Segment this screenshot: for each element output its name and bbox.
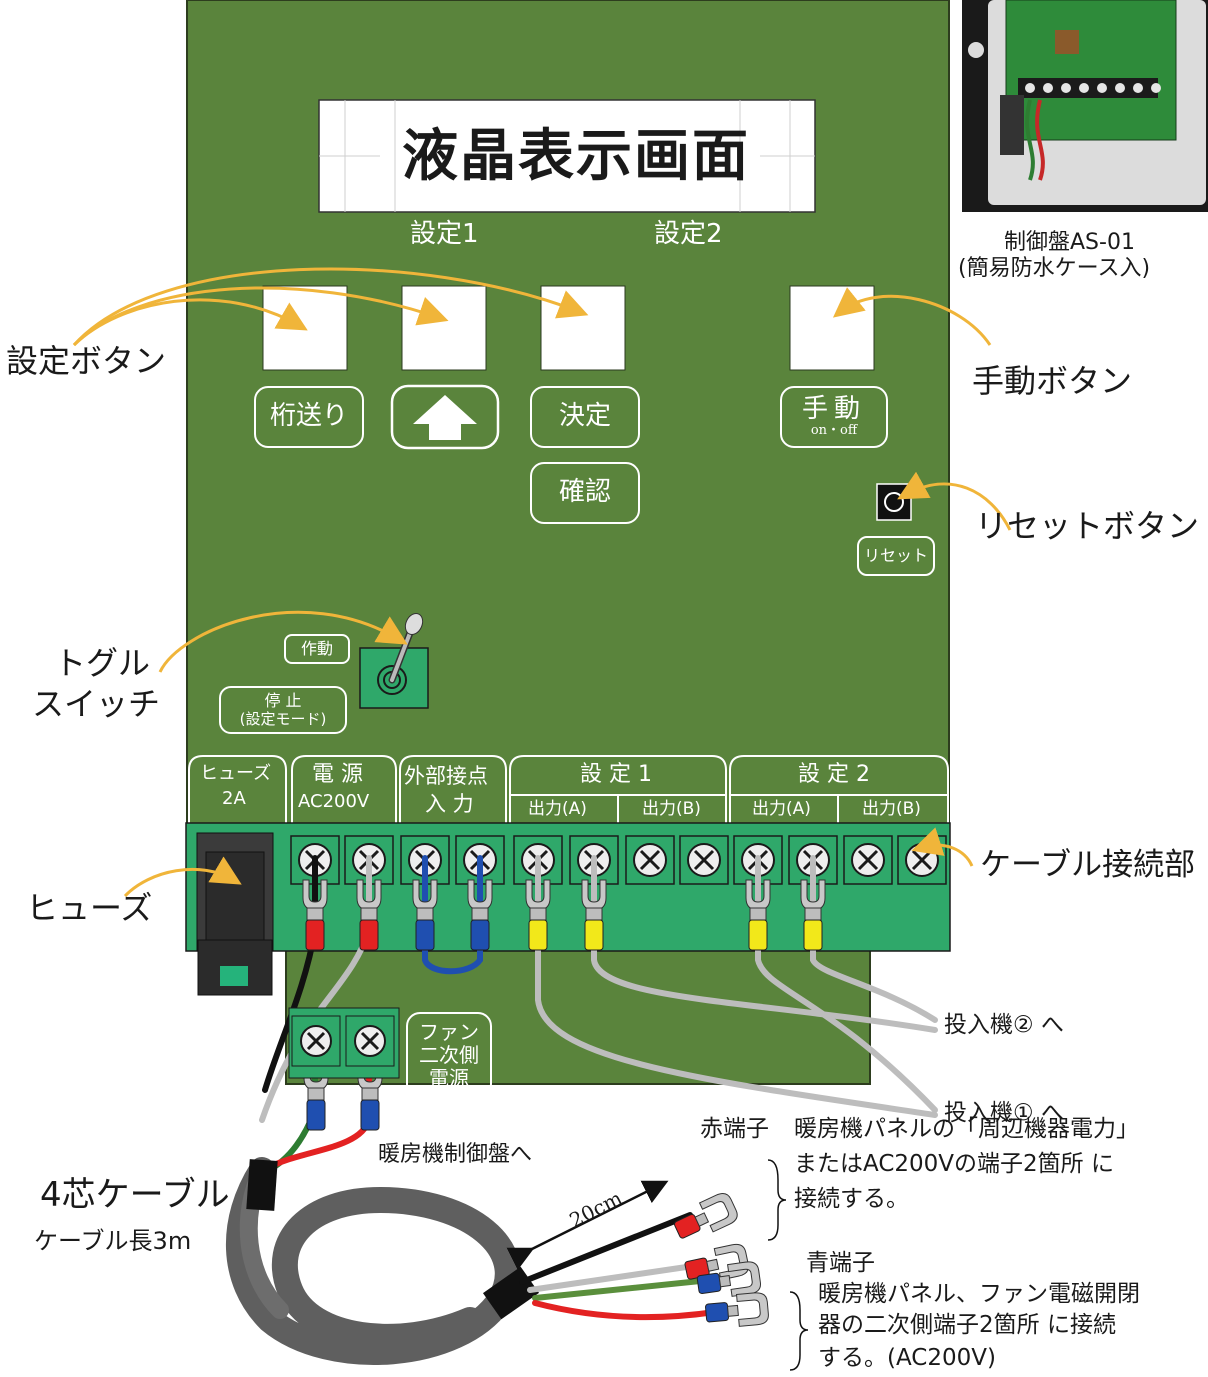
- kakunin-label: 確認: [530, 462, 640, 524]
- manual-label-sub: on・off: [810, 423, 858, 439]
- fuse-holder: [196, 832, 274, 996]
- callout-reset-button: リセットボタン: [975, 507, 1200, 545]
- power-header: 電 源: [312, 762, 363, 787]
- device-photo: [962, 0, 1208, 212]
- up-arrow-icon: [390, 384, 500, 450]
- dest-machine1: 投入機① へ: [944, 1100, 1064, 1126]
- red-terminal-line3: 接続する。: [794, 1186, 909, 1212]
- setting-button-2: [401, 285, 487, 371]
- callout-toggle-1: トグル: [54, 644, 151, 682]
- photo-caption-1: 制御盤AS-01: [1004, 230, 1135, 255]
- manual-label: 手動 on・off: [780, 386, 888, 448]
- photo-caption-2: (簡易防水ケース入): [958, 256, 1151, 281]
- red-terminal-line1: 暖房機パネルの「周辺機器電力」: [794, 1116, 1139, 1142]
- callout-manual-button: 手動ボタン: [972, 362, 1133, 400]
- red-terminal-title: 赤端子: [700, 1116, 769, 1142]
- terminal-screw-12: [897, 835, 947, 885]
- yellow-lug-3: [745, 879, 771, 951]
- crimp-terminals: [302, 879, 826, 1131]
- yellow-lug-1: [525, 879, 551, 951]
- reset-button: [876, 483, 912, 521]
- blue-lug-2: [467, 879, 493, 951]
- external-sub: 入 力: [425, 792, 474, 816]
- kettei-label: 決定: [530, 386, 640, 448]
- end-terminals: [673, 1192, 769, 1327]
- set2-out-a: 出力(A): [752, 799, 811, 819]
- setting-2-label: 設定2: [654, 219, 723, 249]
- fan-line1: ファン: [419, 1019, 479, 1044]
- yellow-lug-4: [800, 879, 826, 951]
- yellow-lug-2: [581, 879, 607, 951]
- blue-terminal-line3: する。(AC200V): [818, 1345, 996, 1371]
- terminal-screws: [290, 835, 947, 885]
- toggle-off-label: 停 止 (設定モード): [219, 686, 347, 734]
- four-core-cable: [226, 1157, 521, 1365]
- toggle-switch: [359, 612, 429, 709]
- setting-button-1: [262, 285, 348, 371]
- terminal-screw-7: [625, 835, 675, 885]
- toggle-on-label: 作動: [284, 634, 350, 664]
- external-header: 外部接点: [404, 764, 488, 788]
- dest-machine2: 投入機② へ: [944, 1012, 1064, 1038]
- blue-terminal-title: 青端子: [806, 1250, 875, 1276]
- set2-out-b: 出力(B): [862, 799, 921, 819]
- blue-terminal-line2: 器の二次側端子2箇所 に接続: [818, 1312, 1116, 1338]
- dest-heater-panel: 暖房機制御盤へ: [378, 1142, 533, 1167]
- set1-out-b: 出力(B): [642, 799, 701, 819]
- callout-setting-button: 設定ボタン: [6, 342, 167, 380]
- red-terminal-line2: またはAC200Vの端子2箇所 に: [794, 1151, 1114, 1177]
- terminal-screw-8: [679, 835, 729, 885]
- terminal-screw-11: [843, 835, 893, 885]
- reset-label: リセット: [857, 536, 935, 576]
- blue-end-lug-1: [696, 1261, 762, 1297]
- red-lug-2: [356, 879, 382, 951]
- fan-line3: 電源: [429, 1065, 469, 1090]
- keta-okuri-label: 桁送り: [254, 386, 364, 448]
- callout-cable-connect: ケーブル接続部: [980, 847, 1196, 883]
- red-end-lug-1: [673, 1192, 738, 1239]
- blue-lug-1: [412, 879, 438, 951]
- toggle-off-main: 停 止: [264, 691, 302, 711]
- set1-header: 設 定 1: [580, 762, 652, 787]
- manual-label-main: 手動: [801, 393, 866, 424]
- lcd-screen: [318, 99, 816, 213]
- callout-toggle-2: スイッチ: [32, 685, 161, 723]
- red-lug-1: [302, 879, 328, 951]
- cable-name: 4芯ケーブル: [40, 1175, 230, 1215]
- fan-terminal-block: [288, 1007, 400, 1079]
- set1-out-a: 出力(A): [528, 799, 587, 819]
- fan-line2: 二次側: [419, 1042, 479, 1067]
- blue-end-lug-2: [705, 1292, 769, 1327]
- lcd-text: 液晶表示画面: [402, 124, 750, 189]
- callout-fuse: ヒューズ: [26, 889, 153, 927]
- set2-header: 設 定 2: [798, 762, 870, 787]
- cable-length: ケーブル長3m: [34, 1227, 192, 1255]
- fuse-header: ヒューズ: [200, 763, 272, 784]
- blue-terminal-line1: 暖房機パネル、ファン電磁開閉: [818, 1281, 1140, 1307]
- setting-button-3: [540, 285, 626, 371]
- fan-power-label: ファン 二次側 電源: [406, 1012, 492, 1098]
- manual-button: [789, 285, 875, 371]
- fuse-value: 2A: [222, 788, 246, 809]
- setting-1-label: 設定1: [410, 219, 479, 249]
- toggle-off-sub: (設定モード): [239, 709, 327, 728]
- power-value: AC200V: [298, 791, 370, 812]
